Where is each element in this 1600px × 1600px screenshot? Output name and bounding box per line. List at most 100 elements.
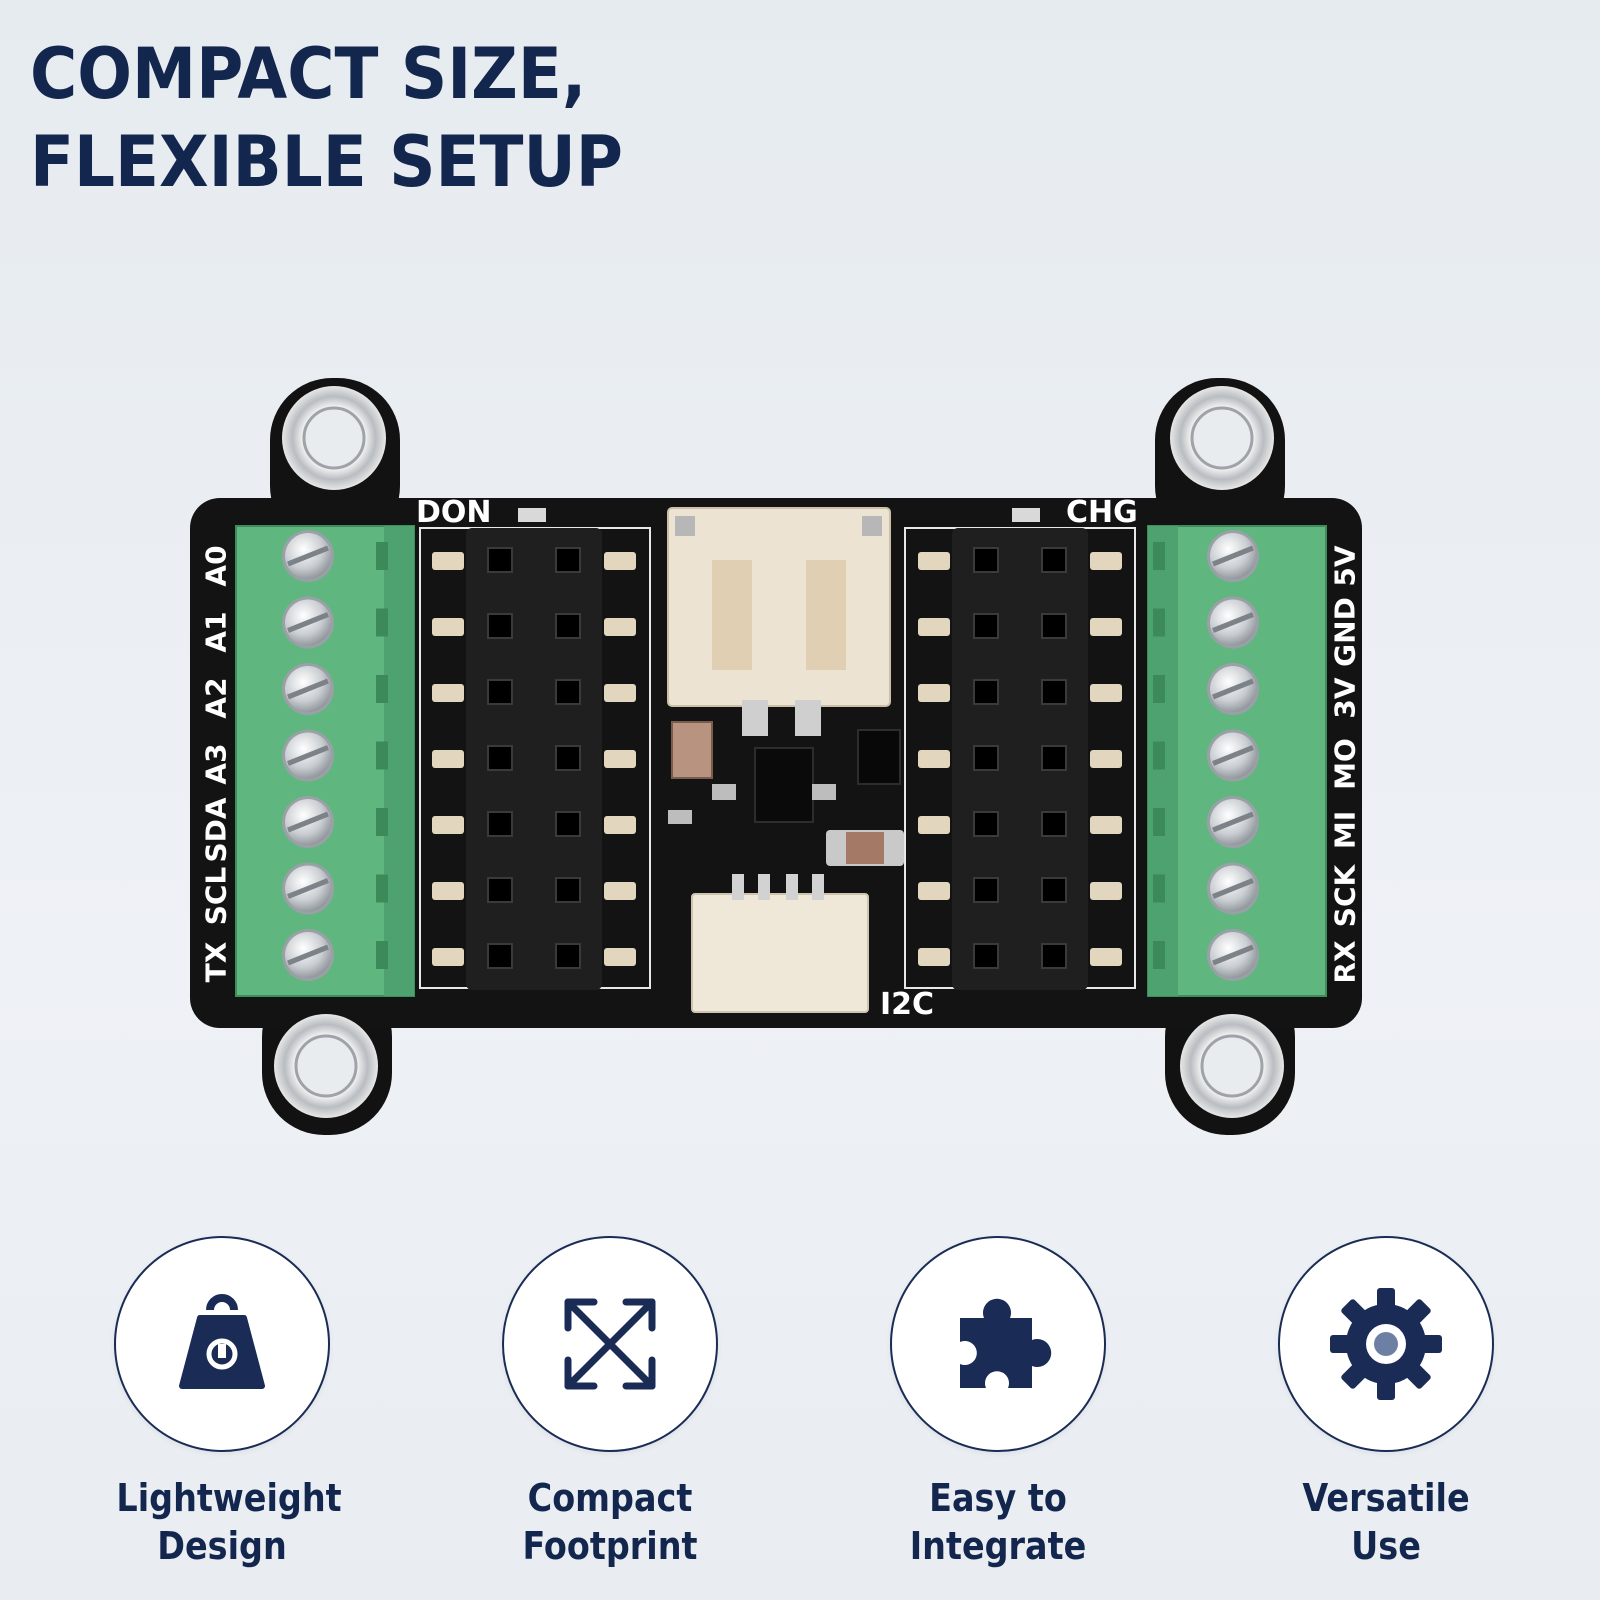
- power-components: [668, 721, 904, 866]
- feature-circle: [1278, 1236, 1494, 1452]
- header-socket-hole-left: [555, 679, 581, 705]
- solder-pad-left-outer: [432, 948, 464, 966]
- pin-label-right: 5V: [1329, 545, 1362, 586]
- terminal-screw-left-1: [282, 530, 388, 582]
- header-socket-hole-right: [1041, 745, 1067, 771]
- header-socket-hole-left: [487, 679, 513, 705]
- pin-label-right: SCK: [1329, 863, 1362, 927]
- solder-pad-left-inner: [604, 750, 636, 768]
- terminal-screw-right-6: [1153, 862, 1259, 915]
- solder-pad-right-inner: [918, 816, 950, 834]
- feature-label: Versatile Use: [1280, 1474, 1491, 1570]
- pin-label-left: A0: [200, 545, 233, 586]
- feature-label-line-1: Versatile: [1302, 1476, 1470, 1520]
- jst-connector-large: [667, 507, 891, 736]
- header-socket-hole-right: [973, 943, 999, 969]
- header-socket-hole-left: [555, 745, 581, 771]
- expand-arrows-icon: [564, 1298, 656, 1390]
- header-socket-hole-left: [555, 943, 581, 969]
- label-don: DON: [416, 495, 492, 530]
- header-socket-hole-right: [973, 877, 999, 903]
- header-socket-hole-right: [973, 547, 999, 573]
- solder-pad-right-outer: [1090, 816, 1122, 834]
- weight-icon: [179, 1294, 265, 1389]
- pin-label-right: GND: [1329, 597, 1362, 667]
- header-socket-hole-right: [1041, 547, 1067, 573]
- feature-label: Compact Footprint: [504, 1474, 715, 1570]
- header-socket-hole-left: [487, 943, 513, 969]
- header-socket-hole-right: [973, 613, 999, 639]
- mounting-hole-top-left: [282, 386, 386, 490]
- terminal-screw-right-2: [1153, 596, 1259, 649]
- status-led-chg: [1012, 508, 1040, 522]
- puzzle-piece-icon: [960, 1298, 1052, 1388]
- header-socket-hole-right: [1041, 943, 1067, 969]
- mounting-hole-bottom-right: [1180, 1014, 1284, 1118]
- solder-pad-left-inner: [604, 816, 636, 834]
- solder-pad-left-inner: [604, 948, 636, 966]
- solder-pad-right-outer: [1090, 684, 1122, 702]
- header-socket-hole-left: [555, 811, 581, 837]
- header-socket-hole-left: [487, 811, 513, 837]
- header-socket-hole-left: [487, 877, 513, 903]
- pin-label-left: A2: [200, 677, 233, 718]
- solder-pad-right-inner: [918, 948, 950, 966]
- terminal-screw-right-5: [1153, 796, 1259, 848]
- terminal-screw-left-7: [282, 929, 388, 981]
- terminal-screw-left-5: [282, 796, 388, 848]
- pin-label-right: MO: [1329, 738, 1362, 790]
- feature-label-line-2: Design: [157, 1524, 287, 1568]
- headline-line-2: FLEXIBLE SETUP: [30, 121, 623, 203]
- terminal-block-right: [1147, 525, 1327, 997]
- header-socket-hole-right: [973, 679, 999, 705]
- header-socket-hole-right: [1041, 877, 1067, 903]
- solder-pad-left-outer: [432, 552, 464, 570]
- terminal-screw-left-6: [282, 862, 388, 915]
- solder-pad-left-inner: [604, 882, 636, 900]
- terminal-screw-right-4: [1153, 729, 1259, 782]
- header-socket-hole-right: [1041, 679, 1067, 705]
- solder-pad-right-inner: [918, 618, 950, 636]
- header-socket-hole-right: [973, 745, 999, 771]
- header-socket-left: [466, 528, 602, 990]
- headline: COMPACT SIZE, FLEXIBLE SETUP: [30, 30, 623, 206]
- mounting-hole-bottom-left: [274, 1014, 378, 1118]
- solder-pad-left-inner: [604, 618, 636, 636]
- label-chg: CHG: [1066, 495, 1138, 530]
- header-socket-hole-left: [555, 877, 581, 903]
- header-socket-hole-left: [555, 547, 581, 573]
- header-socket-hole-right: [1041, 613, 1067, 639]
- pin-label-right: RX: [1329, 940, 1362, 984]
- solder-pad-left-inner: [604, 552, 636, 570]
- header-socket-hole-right: [1041, 811, 1067, 837]
- feature-label-line-1: Lightweight: [116, 1476, 342, 1520]
- solder-pad-right-outer: [1090, 618, 1122, 636]
- solder-pad-left-outer: [432, 684, 464, 702]
- pin-label-left: SDA: [200, 797, 233, 862]
- solder-pad-left-outer: [432, 750, 464, 768]
- solder-pad-right-inner: [918, 684, 950, 702]
- status-led-don: [518, 508, 546, 522]
- feature-label-line-2: Footprint: [522, 1524, 698, 1568]
- pin-label-left: A1: [200, 611, 233, 652]
- solder-pad-right-outer: [1090, 552, 1122, 570]
- header-socket-hole-right: [973, 811, 999, 837]
- mounting-hole-top-right: [1170, 386, 1274, 490]
- feature-versatile: Versatile Use: [1266, 1236, 1506, 1570]
- solder-pad-left-inner: [604, 684, 636, 702]
- terminal-screw-left-2: [282, 596, 388, 649]
- feature-circle: [890, 1236, 1106, 1452]
- header-socket-hole-left: [555, 613, 581, 639]
- jst-connector-i2c: [691, 874, 869, 1013]
- solder-pad-left-outer: [432, 618, 464, 636]
- header-socket-hole-left: [487, 547, 513, 573]
- label-i2c: I2C: [880, 987, 934, 1022]
- feature-circle: [114, 1236, 330, 1452]
- headline-line-1: COMPACT SIZE,: [30, 33, 587, 115]
- terminal-screw-right-1: [1153, 530, 1259, 582]
- gear-icon: [1330, 1288, 1442, 1400]
- pin-label-right: 3V: [1329, 677, 1362, 718]
